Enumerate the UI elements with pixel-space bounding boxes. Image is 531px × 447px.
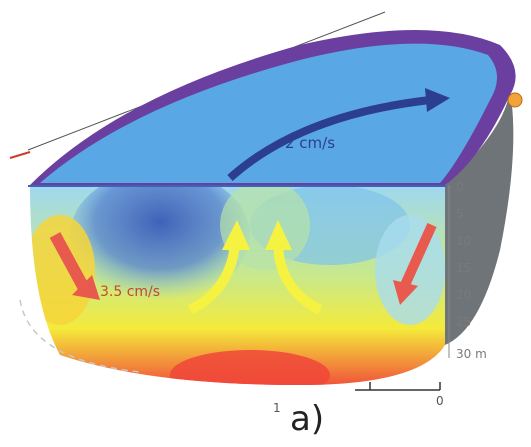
bowl-shadow (445, 90, 514, 345)
depth-tick-label: 30 m (456, 347, 487, 361)
depth-ticks: 0 5 10 15 20 25 30 m (456, 180, 487, 361)
depth-tick-label: 15 (456, 261, 471, 275)
depth-tick-label: 20 (456, 288, 471, 302)
upwelling-arrow-left-head (222, 220, 250, 250)
upwelling-arrow-right (273, 244, 323, 315)
red-tick-mark (9, 151, 31, 159)
depth-tick-label: 0 (456, 180, 464, 194)
scale-bar: 1 0 (273, 382, 444, 415)
upwelling-arrow-right-head (265, 220, 292, 250)
panel-label: a) (290, 399, 324, 439)
left-sink-arrow (49, 232, 91, 293)
scale-label-left: 1 (273, 401, 281, 415)
surface-arrow-head (425, 88, 450, 112)
scale-label-right: 0 (436, 394, 444, 408)
water-surface (40, 43, 498, 183)
depth-tick-label: 10 (456, 234, 471, 248)
right-sink-arrow-head (393, 280, 418, 305)
side-speed-label: 3.5 cm/s (100, 284, 160, 300)
upwelling-arrow-left (187, 244, 240, 315)
right-sink-arrow (400, 222, 437, 288)
surface-flow-arrow (227, 96, 431, 181)
left-sink-arrow-head (72, 275, 100, 300)
depth-tick-label: 25 (456, 315, 471, 329)
marker-dot (507, 92, 523, 108)
dashed-contour (19, 299, 141, 373)
section-top-edge (28, 185, 446, 187)
depth-tick-label: 5 (456, 207, 464, 221)
surface-speed-label: 2 cm/s (285, 134, 335, 152)
